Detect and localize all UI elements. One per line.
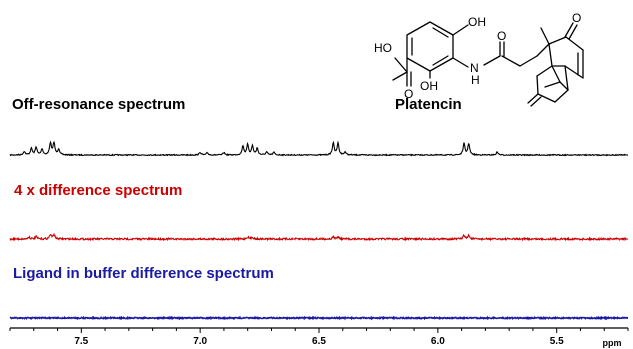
atom-label-oh-bottom: OH	[420, 79, 438, 93]
atom-labels: OH HO O OH N H O O	[374, 11, 581, 101]
atom-label-oh-top: OH	[468, 15, 486, 29]
x-tick-label: 6.0	[431, 336, 445, 347]
spectrum-trace-3	[9, 315, 629, 321]
bond	[536, 75, 539, 95]
bond	[548, 36, 567, 45]
atom-label-o-acid: O	[404, 87, 413, 101]
x-tick-label: 7.0	[193, 336, 207, 347]
atom-label-o-ketone: O	[572, 11, 581, 25]
bond	[537, 93, 556, 103]
aromatic-double-bond	[432, 27, 449, 38]
series-label-difference: 4 x difference spectrum	[14, 182, 183, 199]
atom-label-ho-acid: HO	[374, 41, 392, 55]
bond	[527, 93, 539, 104]
spectrum-traces	[9, 140, 629, 321]
bond	[483, 55, 501, 66]
bond	[501, 55, 521, 67]
x-axis-label: ppm	[603, 338, 622, 348]
bond	[530, 96, 542, 107]
bond	[548, 43, 553, 67]
series-label-off-resonance: Off-resonance spectrum	[12, 96, 186, 113]
atom-label-h: H	[471, 73, 480, 87]
spectrum-trace-1	[9, 140, 629, 157]
bond	[536, 65, 553, 77]
compound-name-label: Platencin	[395, 96, 462, 113]
series-label-ligand-buffer: Ligand in buffer difference spectrum	[13, 265, 274, 282]
atom-label-n: N	[470, 61, 479, 75]
bond	[559, 81, 569, 91]
benzene-ring	[406, 21, 454, 72]
bond	[564, 65, 584, 79]
bond	[519, 55, 538, 67]
bond	[551, 65, 561, 83]
x-tick-label: 7.5	[74, 336, 88, 347]
bond	[452, 24, 469, 36]
x-tick-label: 5.5	[550, 336, 564, 347]
bond	[568, 24, 578, 40]
bond	[452, 57, 469, 68]
platencin-structure	[392, 21, 584, 107]
bond	[565, 36, 584, 51]
bond	[544, 81, 561, 88]
bond	[564, 65, 569, 91]
atom-label-o-amide: O	[497, 29, 506, 43]
x-tick-label: 6.5	[312, 336, 326, 347]
bond	[554, 89, 569, 103]
bond	[536, 43, 550, 57]
spectrum-trace-2	[9, 232, 629, 242]
aromatic-double-bond	[432, 55, 449, 66]
methyl-bond	[540, 27, 550, 45]
bond	[394, 57, 408, 73]
bond	[392, 71, 408, 81]
bond	[564, 22, 574, 38]
x-axis-ticks: 7.5 7.0 6.5 6.0 5.5 ppm	[9, 328, 629, 348]
